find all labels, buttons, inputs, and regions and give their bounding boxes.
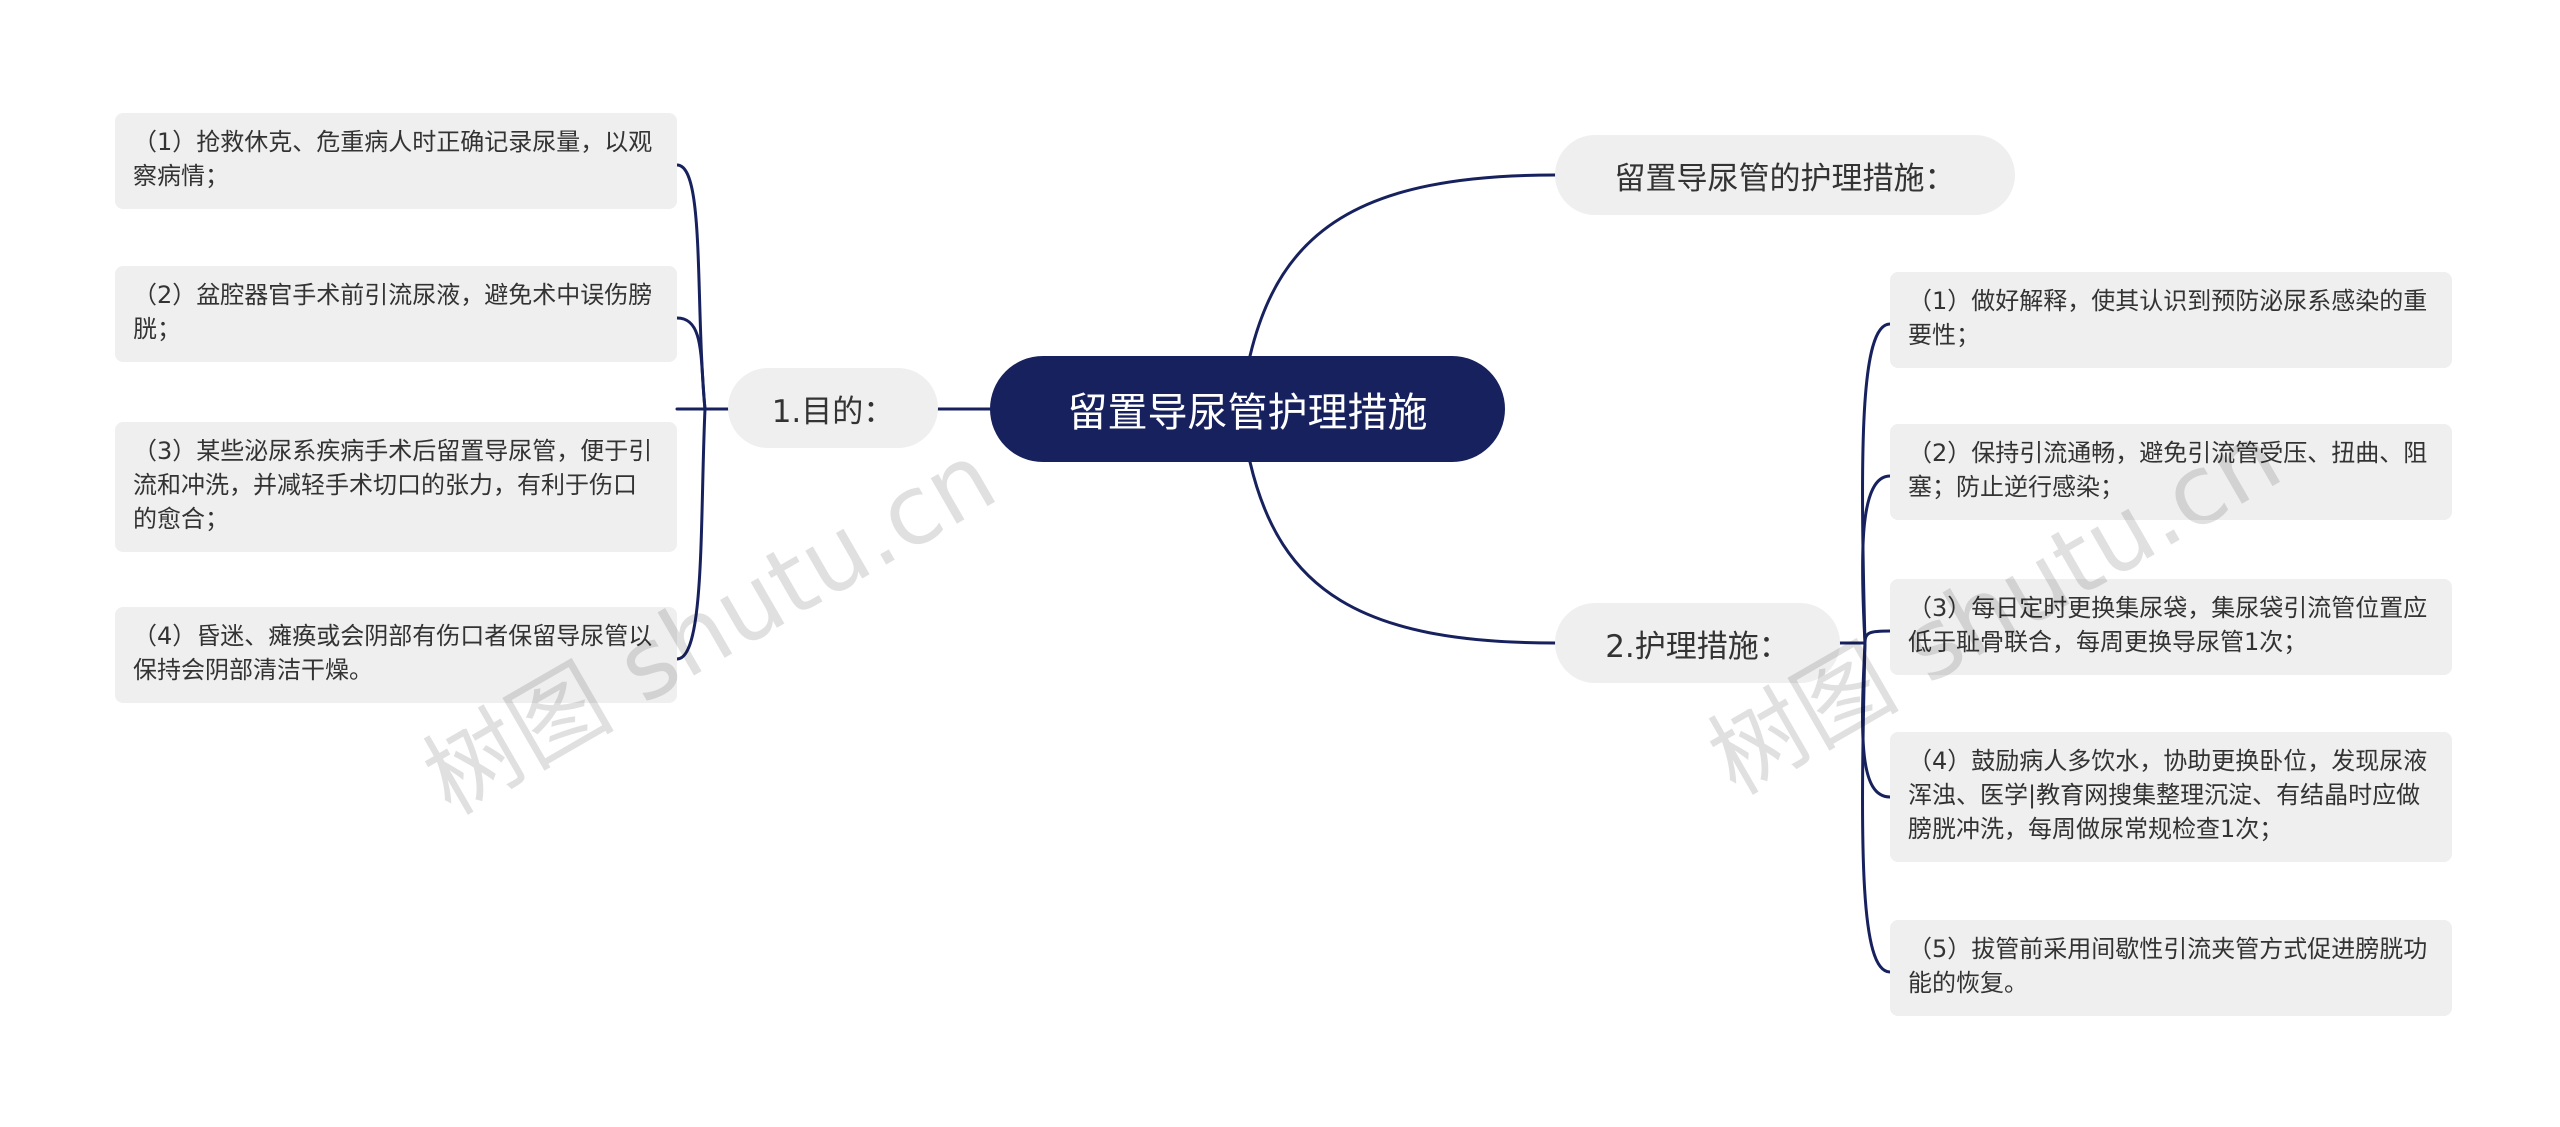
link-huli-leaf-4 bbox=[1861, 641, 1892, 799]
branch-nursing-measures-title[interactable]: 留置导尿管的护理措施： bbox=[1555, 135, 2015, 215]
purpose-item-1[interactable]: （1）抢救休克、危重病人时正确记录尿量，以观察病情； bbox=[115, 113, 677, 209]
link-root-huli bbox=[1248, 460, 1557, 645]
purpose-item-4[interactable]: （4）昏迷、瘫痪或会阴部有伤口者保留导尿管以保持会阴部清洁干燥。 bbox=[115, 607, 677, 703]
link-huli-leaf-3 bbox=[1863, 629, 1892, 645]
measure-item-5[interactable]: （5）拔管前采用间歇性引流夹管方式促进膀胱功能的恢复。 bbox=[1890, 920, 2452, 1016]
measure-item-2[interactable]: （2）保持引流通畅，避免引流管受压、扭曲、阻塞；防止逆行感染； bbox=[1890, 424, 2452, 520]
measure-item-1[interactable]: （1）做好解释，使其认识到预防泌尿系感染的重要性； bbox=[1890, 272, 2452, 368]
branch-purpose[interactable]: 1.目的： bbox=[728, 368, 938, 448]
root-topic[interactable]: 留置导尿管护理措施 bbox=[990, 356, 1505, 462]
link-mudi-leaf-2 bbox=[675, 316, 707, 411]
link-root-cuoshi bbox=[1248, 173, 1557, 358]
branch-nursing-measures[interactable]: 2.护理措施： bbox=[1555, 603, 1840, 683]
measure-item-4[interactable]: （4）鼓励病人多饮水，协助更换卧位，发现尿液浑浊、医学|教育网搜集整理沉淀、有结… bbox=[1890, 732, 2452, 862]
link-huli-leaf-5 bbox=[1861, 641, 1892, 974]
purpose-item-2[interactable]: （2）盆腔器官手术前引流尿液，避免术中误伤膀胱； bbox=[115, 266, 677, 362]
purpose-item-3[interactable]: （3）某些泌尿系疾病手术后留置导尿管，便于引流和冲洗，并减轻手术切口的张力，有利… bbox=[115, 422, 677, 552]
measure-item-3[interactable]: （3）每日定时更换集尿袋，集尿袋引流管位置应低于耻骨联合，每周更换导尿管1次； bbox=[1890, 579, 2452, 675]
link-mudi-leaf-4 bbox=[675, 407, 707, 661]
link-huli-leaf-2 bbox=[1861, 474, 1892, 645]
link-mudi-leaf-1 bbox=[675, 163, 707, 411]
